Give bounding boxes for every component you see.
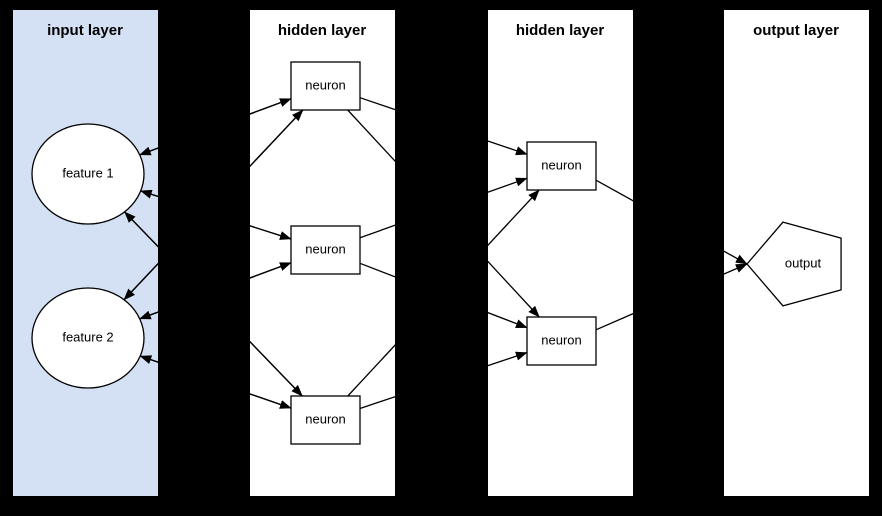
- edge-e-h1n1-to-h2n2: [347, 109, 540, 318]
- node-shape-rect: [290, 61, 361, 111]
- node-shape-rect: [526, 141, 597, 191]
- edge-e-h1n3-to-h2n1: [347, 189, 540, 397]
- node-label-h2-neuron-2: neuron: [541, 332, 581, 347]
- edge-e-f2-to-h1n1: [123, 109, 304, 301]
- node-output-node[interactable]: output: [746, 221, 842, 307]
- node-shape-rect: [290, 225, 361, 275]
- edge-e-f1-to-h1n1: [139, 98, 292, 156]
- connection-edges: [123, 97, 748, 410]
- panel-title-hidden-layer-1: hidden layer: [278, 22, 367, 39]
- panel-title-input-layer: input layer: [47, 22, 123, 39]
- edge-e-h1n2-to-h2n1: [359, 177, 528, 239]
- edge-e-h1n2-to-h2n2: [359, 262, 528, 329]
- edge-e-h2n2-to-output: [595, 263, 748, 331]
- node-label-h1-neuron-3: neuron: [305, 411, 345, 426]
- node-shape-pentagon: [746, 221, 842, 307]
- node-label-h1-neuron-1: neuron: [305, 77, 345, 92]
- node-label-h2-neuron-1: neuron: [541, 157, 581, 172]
- edge-e-f2-to-h1n2: [139, 262, 292, 320]
- node-shape-rect: [526, 316, 597, 366]
- node-feature-2[interactable]: feature 2: [31, 287, 145, 389]
- layer-panel-hidden-layer-2: [488, 10, 633, 496]
- edge-e-f1-to-h1n3: [124, 211, 303, 397]
- edge-e-f1-to-h1n2: [140, 190, 292, 240]
- edge-e-h2n1-to-output: [595, 179, 748, 265]
- node-label-output-node: output: [785, 255, 822, 270]
- diagram-nodes: feature 1 feature 2 neuron neuron neuron neur…: [31, 61, 842, 445]
- panel-title-hidden-layer-2: hidden layer: [516, 22, 605, 39]
- node-label-feature-1: feature 1: [62, 165, 113, 180]
- node-h2-neuron-1[interactable]: neuron: [526, 141, 597, 191]
- edge-e-h1n1-to-h2n1: [359, 97, 528, 156]
- node-label-feature-2: feature 2: [62, 329, 113, 344]
- edge-e-h1n3-to-h2n2: [359, 351, 528, 410]
- layer-panel-input-layer: [13, 10, 158, 496]
- node-shape-circle: [31, 287, 145, 389]
- node-feature-1[interactable]: feature 1: [31, 123, 145, 225]
- panel-title-output-layer: output layer: [753, 22, 839, 39]
- node-h2-neuron-2[interactable]: neuron: [526, 316, 597, 366]
- node-shape-rect: [290, 395, 361, 445]
- node-h1-neuron-2[interactable]: neuron: [290, 225, 361, 275]
- panel-titles: input layer hidden layer hidden layer outpu…: [47, 22, 839, 39]
- layer-panels: [13, 10, 869, 496]
- node-shape-circle: [31, 123, 145, 225]
- edge-e-f2-to-h1n3: [140, 355, 292, 409]
- node-h1-neuron-3[interactable]: neuron: [290, 395, 361, 445]
- node-label-h1-neuron-2: neuron: [305, 241, 345, 256]
- node-h1-neuron-1[interactable]: neuron: [290, 61, 361, 111]
